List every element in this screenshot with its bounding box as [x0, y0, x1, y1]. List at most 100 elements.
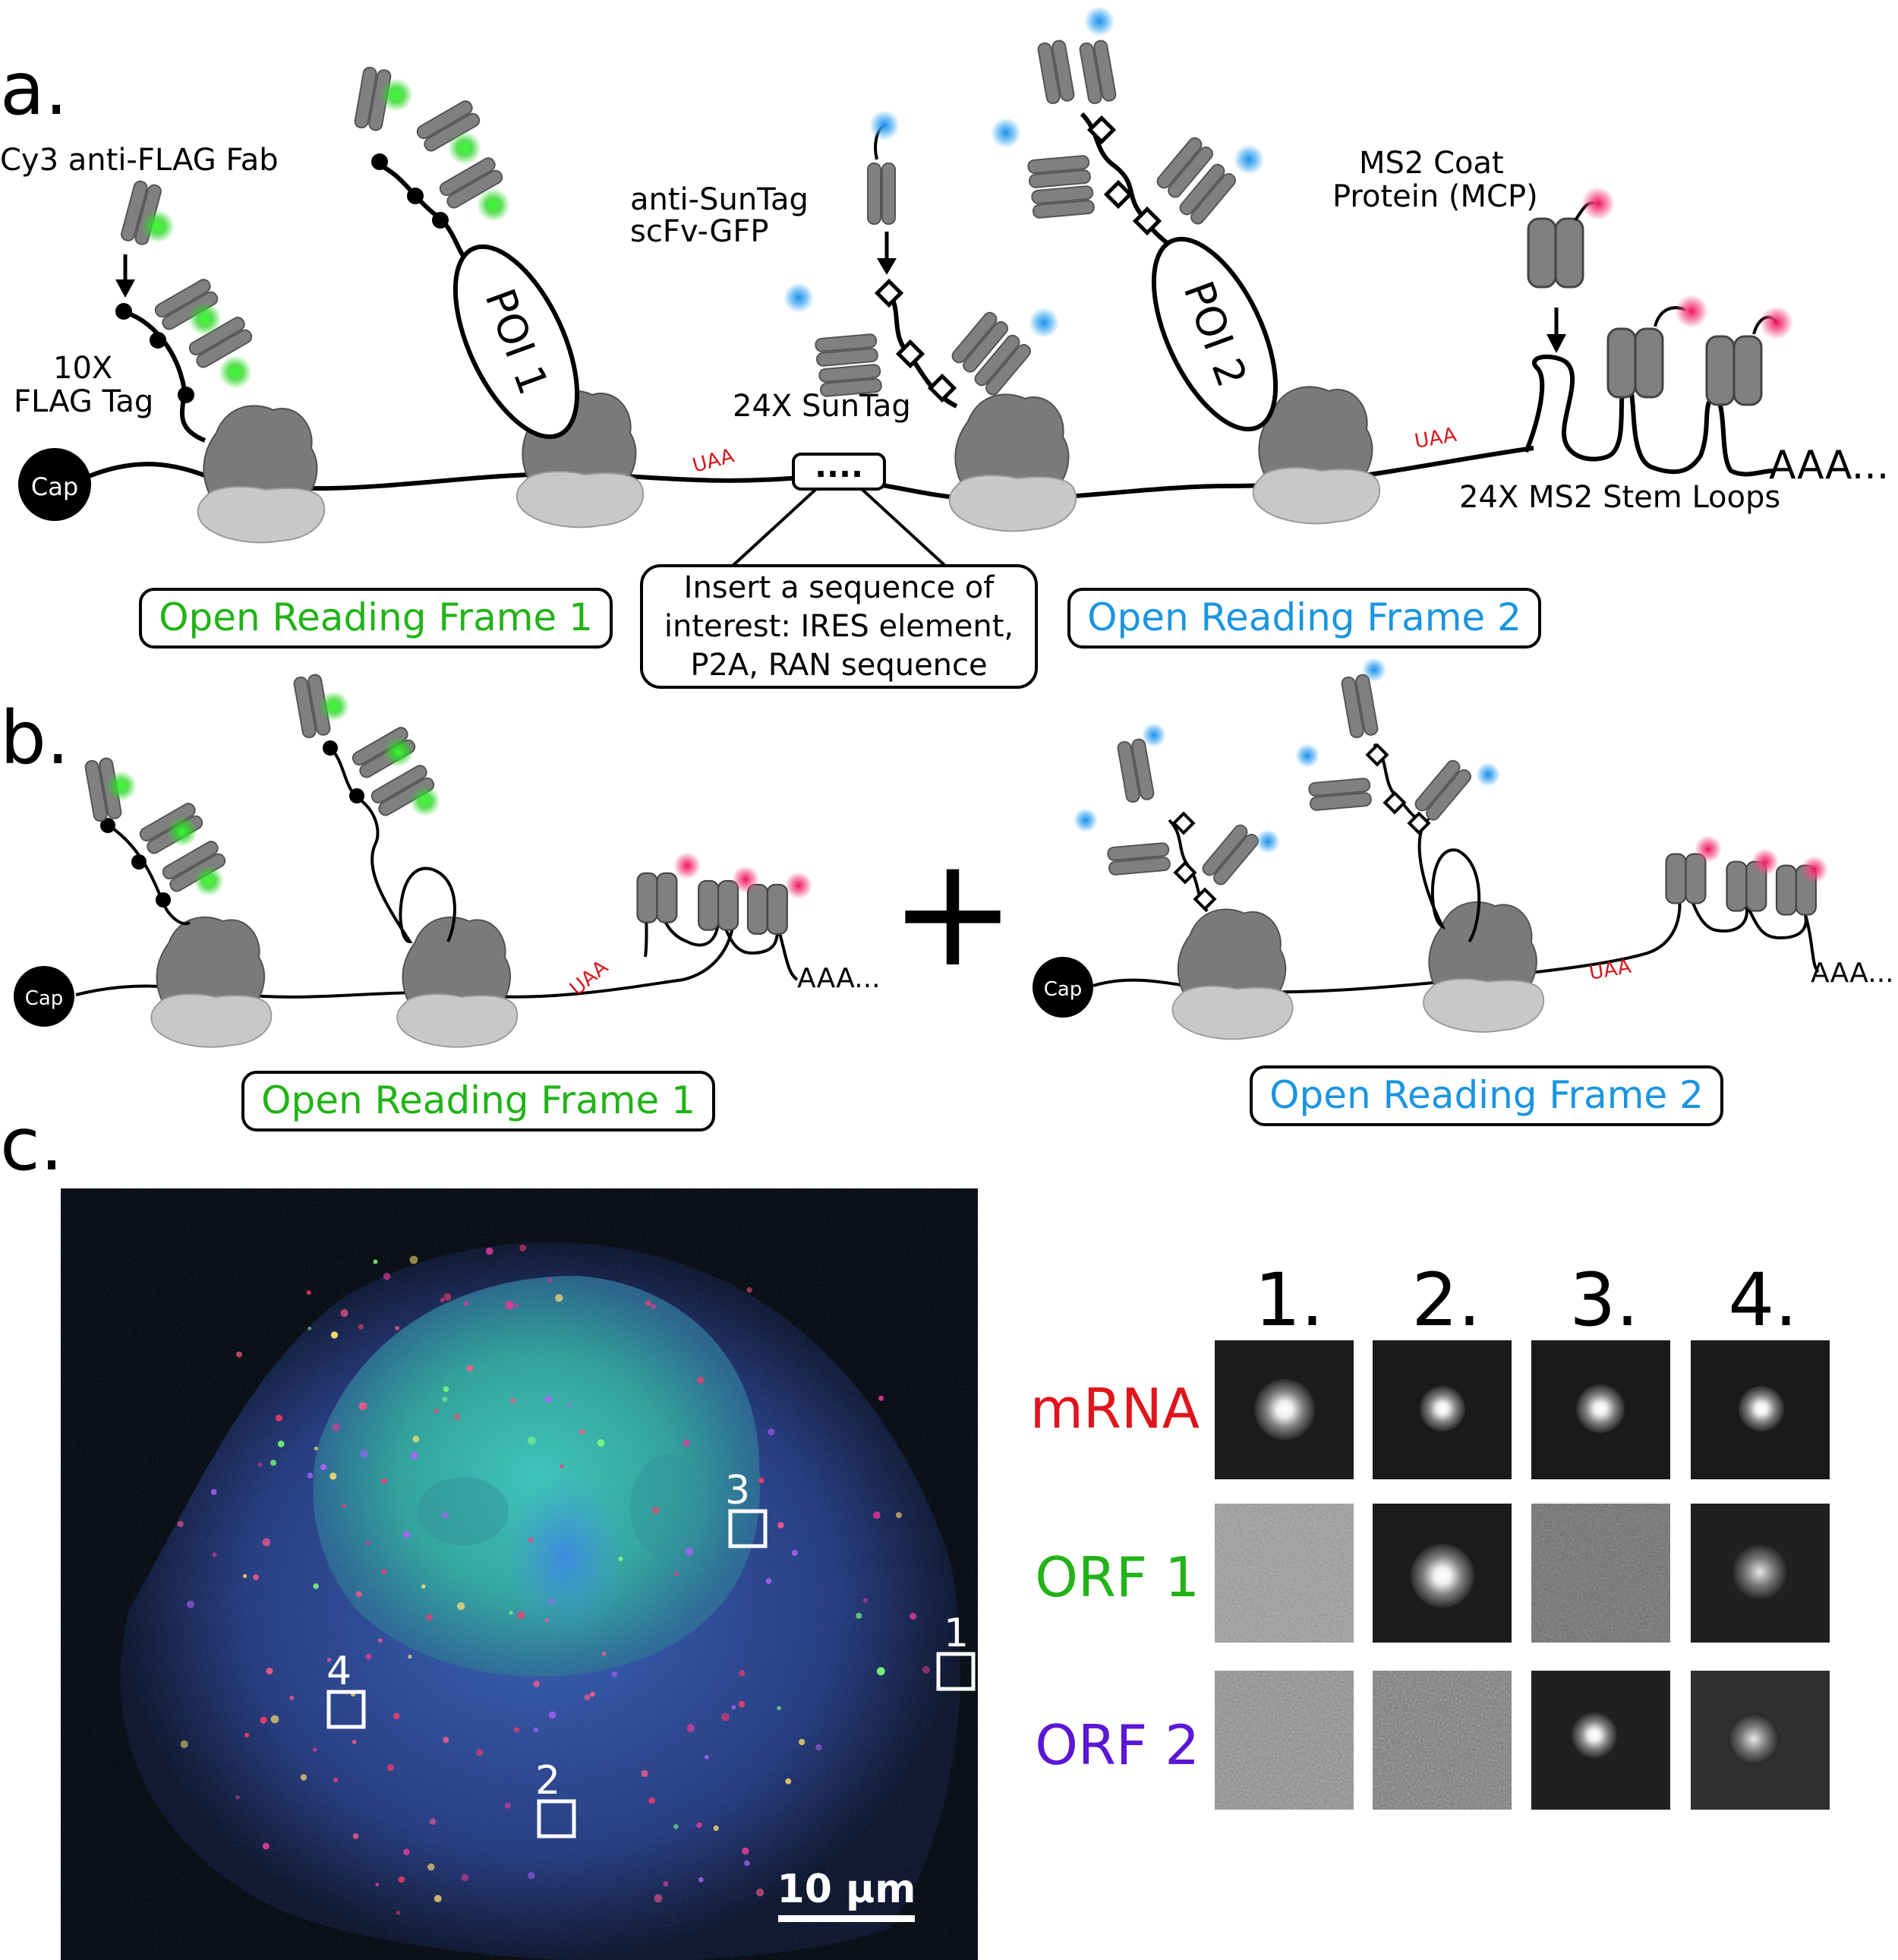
roi-box-1: 1 [936, 1611, 976, 1691]
fluorescent-spot [739, 1670, 746, 1677]
cap-b2: Cap [1033, 957, 1093, 1018]
fluorescent-spot [560, 1464, 564, 1469]
fluorescent-spot [457, 1602, 465, 1611]
fluorescent-spot [922, 1665, 930, 1674]
fluorescent-spot [815, 1744, 822, 1751]
fluorescent-spot [742, 1847, 749, 1855]
fluorescent-spot [443, 1292, 452, 1301]
crop-grid: 1. 2. 3. 4. mRNA ORF 1 ORF 2 [1030, 1258, 1830, 1810]
ribosome-a3 [948, 393, 1077, 532]
fluorescent-spot [485, 1247, 493, 1255]
flag-chain [121, 309, 207, 443]
insert-callout-lines [731, 488, 947, 567]
roi-box-4: 4 [326, 1649, 366, 1729]
uaa-label-b2: UAA [1587, 955, 1633, 985]
stem-loops-label: 24X MS2 Stem Loops [1459, 480, 1780, 515]
fluorescent-spot [330, 1331, 339, 1339]
fluorescent-spot [744, 1860, 750, 1867]
fluorescent-spot [514, 1303, 519, 1308]
orf1-box-a [139, 588, 613, 649]
polya-b2: AAA... [1811, 958, 1894, 989]
cy3-fab [119, 178, 175, 247]
fluorescent-spot [533, 1681, 540, 1687]
flag-chains-b [84, 673, 456, 944]
ribosome-b2 [396, 916, 519, 1048]
fluorescent-spot [358, 1324, 364, 1330]
fluorescent-spot [683, 1439, 690, 1447]
nascent-chain-poi1: POI 1 [353, 65, 580, 440]
fluorescent-spot [785, 1778, 792, 1785]
fluorescent-spot [799, 1738, 806, 1746]
fluorescent-spot [618, 1556, 623, 1561]
orf1-box-b [241, 1071, 715, 1131]
fluorescent-spot [243, 1573, 247, 1578]
flag-tag-label-2: FLAG Tag [14, 384, 153, 419]
fluorescent-spot [696, 1822, 702, 1829]
fluorescent-spot [236, 1351, 242, 1358]
cap-a: Cap [18, 448, 91, 521]
fluorescent-spot [686, 1724, 695, 1732]
orf2-label-b: Open Reading Frame 2 [1269, 1073, 1704, 1117]
fluorescent-spot [673, 1824, 679, 1829]
fluorescent-spot [187, 1600, 194, 1608]
bound-mcp-b1 [636, 852, 812, 935]
fluorescent-spot [177, 1520, 184, 1527]
fluorescent-spot [509, 1397, 516, 1404]
fluorescent-spot [721, 1712, 730, 1722]
flag-epitope [178, 387, 194, 403]
fluorescent-spot [373, 1259, 378, 1264]
fluorescent-spot [365, 1540, 370, 1545]
svg-text:4: 4 [326, 1649, 352, 1694]
fluorescent-spot [453, 1413, 461, 1421]
fluorescent-spot [427, 1863, 435, 1871]
orf1-label-a: Open Reading Frame 1 [159, 595, 593, 639]
fluorescent-spot [442, 1397, 448, 1403]
fluorescent-spot [383, 1273, 391, 1280]
roi-box-2: 2 [535, 1758, 576, 1838]
column-header-1: 1. [1254, 1258, 1324, 1343]
fluorescent-spot [270, 1715, 279, 1724]
suntag-ab-label-1: anti-SunTag [630, 182, 809, 217]
fluorescent-spot [648, 1797, 655, 1804]
fluorescent-spot [768, 1428, 775, 1436]
fluorescent-spot [579, 1429, 585, 1434]
mcp-label-1: MS2 Coat [1359, 146, 1504, 181]
fluorescent-spot [731, 1705, 736, 1710]
column-header-4: 4. [1728, 1258, 1798, 1343]
fluorescent-spot [527, 1436, 536, 1445]
row-label-mrna: mRNA [1030, 1377, 1200, 1441]
fluorescent-spot [180, 1740, 188, 1748]
fluorescent-spot [654, 1894, 663, 1903]
fluorescent-spot [314, 1446, 318, 1451]
insert-line-3: P2A, RAN sequence [690, 648, 987, 683]
svg-text:Cap: Cap [1044, 978, 1083, 1001]
fluorescent-spot [442, 1511, 449, 1519]
fluorescent-spot [378, 1638, 383, 1643]
fluorescent-spot [504, 1802, 511, 1809]
fluorescent-spot [876, 1667, 885, 1676]
fluorescent-spot [212, 1552, 217, 1558]
fluorescent-spot [381, 1569, 387, 1575]
scale-bar: 10 μm [777, 1867, 916, 1922]
fluorescent-spot [262, 1538, 271, 1547]
fluorescent-spot [674, 1571, 679, 1577]
roi-box-3: 3 [725, 1468, 768, 1548]
column-header-3: 3. [1569, 1258, 1639, 1343]
fluorescent-spot [544, 1395, 552, 1403]
suntag-chains-b [1074, 658, 1500, 943]
fluorescent-spot [878, 1395, 884, 1401]
plus-sign: + [889, 824, 1017, 1001]
polya-a: AAA... [1769, 443, 1889, 488]
fluorescent-spot [548, 1711, 556, 1719]
fluorescent-spot [386, 1764, 394, 1771]
svg-text:1: 1 [944, 1611, 969, 1656]
fluorescent-spot [443, 1386, 449, 1393]
ribosome-b1 [150, 916, 273, 1048]
fluorescent-spot [544, 1618, 550, 1623]
fluorescent-spot [408, 1654, 412, 1659]
fluorescent-spot [307, 1326, 312, 1330]
cell-micrograph [61, 1188, 978, 1960]
fluorescent-spot [517, 1611, 525, 1620]
nascent-chain-poi2: POI 2 [991, 6, 1278, 432]
